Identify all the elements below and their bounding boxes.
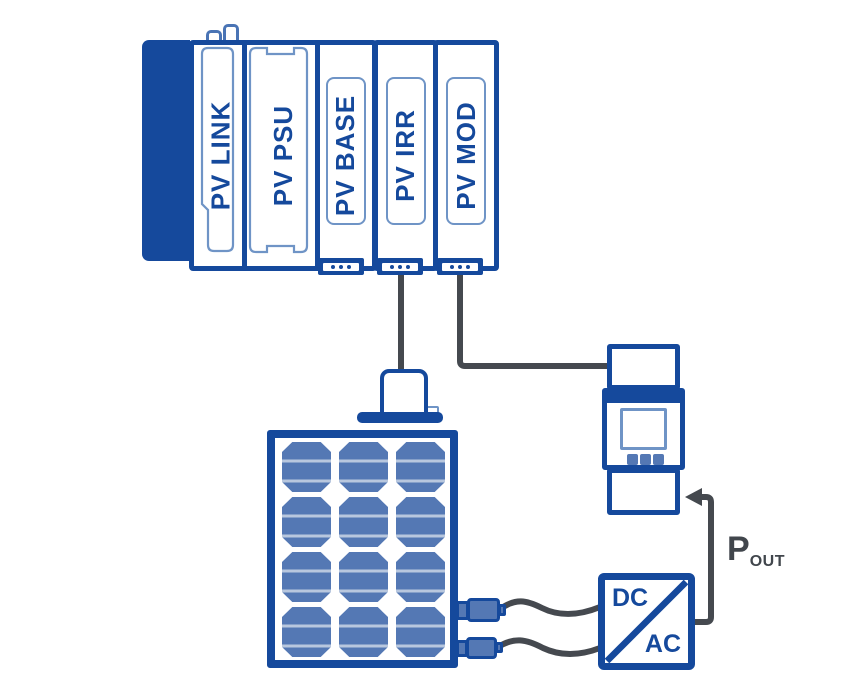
pout-arrowhead-icon: [685, 488, 702, 506]
din-rail-end-block: [142, 40, 190, 261]
module-pv-irr: PV IRR: [373, 40, 438, 271]
module-pv-link: PV LINK: [189, 40, 252, 271]
pv-base-faceplate: [326, 77, 366, 225]
pv-mod-faceplate: [446, 77, 486, 225]
solar-cell: [339, 552, 388, 602]
module-label: PV BASE: [330, 94, 361, 217]
mc4-connector: [467, 598, 500, 622]
pv-irr-terminal: [377, 258, 423, 275]
pout-symbol: P: [727, 530, 750, 568]
inverter-diagonal: [605, 580, 688, 663]
pv-base-terminal: [318, 258, 364, 275]
solar-cell: [282, 607, 331, 657]
module-label: PV PSU: [268, 104, 298, 207]
energy-meter: [602, 388, 685, 470]
meter-top-band: [607, 393, 680, 403]
solar-cell: [339, 497, 388, 547]
meter-button: [640, 454, 651, 465]
pv-link-faceplate: [200, 46, 235, 253]
mc4-connector-nub: [498, 604, 506, 616]
pout-line: [694, 494, 714, 625]
dc-cable-2: [495, 637, 603, 657]
module-label: PV LINK: [205, 100, 236, 211]
solar-cell: [396, 497, 445, 547]
solar-cell-grid: [282, 442, 445, 657]
meter-terminal-top: [607, 344, 680, 390]
solar-cell: [396, 442, 445, 492]
pout-label: POUT: [727, 532, 785, 570]
solar-cell: [282, 497, 331, 547]
module-pv-mod: PV MOD: [433, 40, 499, 271]
solar-cell: [282, 442, 331, 492]
mod-meter-cable: [457, 275, 609, 369]
module-pv-base: PV BASE: [315, 40, 377, 271]
module-pv-psu: PV PSU: [242, 40, 325, 271]
connector-dots-icon: [442, 262, 478, 271]
mc4-connector-nub: [495, 642, 503, 653]
dc-cable-1: [497, 598, 603, 617]
inverter-ac-label: AC: [644, 630, 681, 658]
connector-dots-icon: [382, 262, 418, 271]
connector-dots-icon: [323, 262, 359, 271]
solar-cell: [339, 442, 388, 492]
meter-terminal-bottom: [607, 468, 680, 515]
module-label: PV MOD: [450, 101, 481, 210]
solar-cell: [339, 607, 388, 657]
pv-psu-faceplate: [248, 46, 309, 254]
meter-button: [653, 454, 664, 465]
inverter-dc-label: DC: [612, 584, 649, 612]
module-label: PV IRR: [390, 109, 420, 202]
pout-subscript: OUT: [749, 553, 785, 570]
meter-display: [620, 408, 667, 450]
solar-cell: [396, 607, 445, 657]
solar-panel: [267, 430, 458, 668]
solar-cell: [282, 552, 331, 602]
irradiance-sensor-base: [357, 412, 443, 423]
dc-ac-inverter: DC AC: [598, 573, 695, 670]
pv-irr-faceplate: [385, 77, 426, 225]
solar-cell: [396, 552, 445, 602]
meter-button: [627, 454, 638, 465]
pv-mod-terminal: [437, 258, 483, 275]
mc4-connector: [466, 637, 497, 659]
